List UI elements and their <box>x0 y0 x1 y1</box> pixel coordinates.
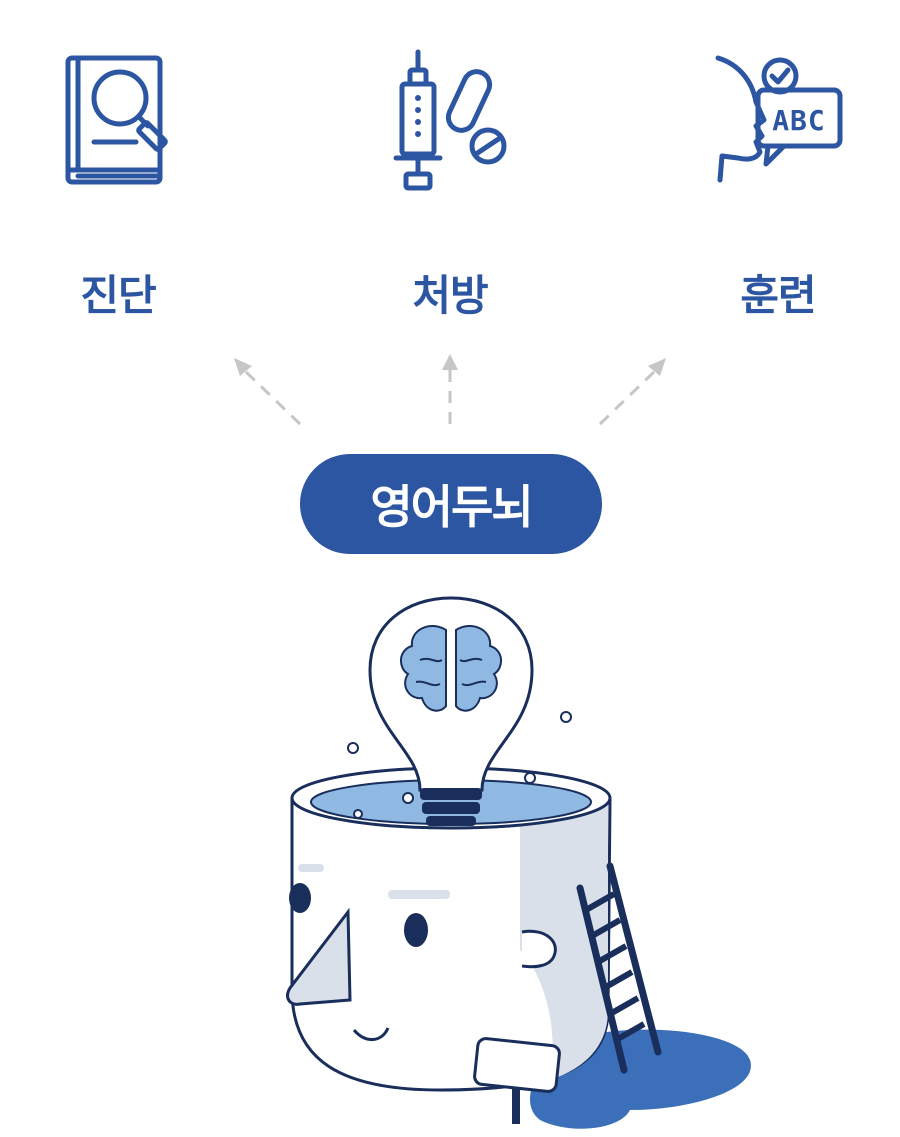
book-magnifier-icon <box>65 55 168 185</box>
arrow-center-head <box>442 354 458 370</box>
feature-label-training: 훈련 <box>740 271 816 320</box>
center-badge-label: 영어두뇌 <box>370 480 533 534</box>
arrow-left-head <box>234 358 252 376</box>
feature-label-diagnosis: 진단 <box>80 271 156 320</box>
speaking-abc-icon: ABC <box>715 55 843 183</box>
arrow-right-head <box>648 358 666 376</box>
dashed-arrows <box>234 354 666 426</box>
svg-text:ABC: ABC <box>772 104 826 137</box>
syringe-pill-icon <box>393 49 507 191</box>
feature-label-prescription: 처방 <box>412 271 488 320</box>
center-badge: 영어두뇌 <box>300 454 602 554</box>
head-brain-lightbulb-illustration <box>286 596 751 1129</box>
